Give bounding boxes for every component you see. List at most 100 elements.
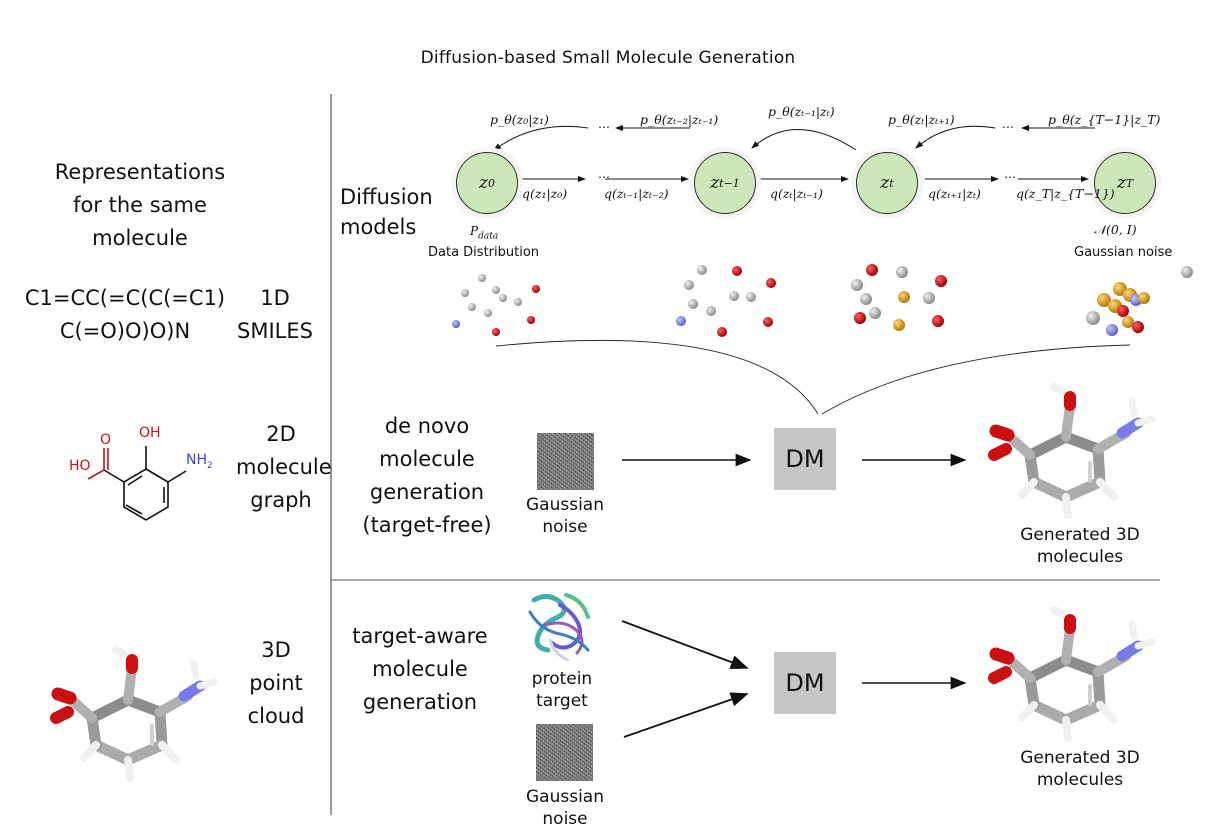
atom-label-o: O (100, 432, 112, 448)
protein-target-label: protein target (512, 668, 612, 712)
atom-label-oh: OH (139, 425, 161, 441)
reverse-arrows (493, 125, 1095, 151)
target-noise-line-1: Gaussian (526, 787, 604, 807)
p-data-main: P (470, 224, 479, 238)
nh2-text: NH (186, 452, 207, 468)
forward-label-1: q(z₁|z₀) (522, 186, 568, 201)
reverse-label-5: p_θ(z_{T−1}|z_T) (1048, 112, 1161, 127)
reverse-ellipsis-2: ... (1002, 116, 1014, 131)
reverse-label-3: p_θ(zₜ₋₁|zₜ) (768, 104, 835, 119)
rep-3d-line-2: point (249, 671, 303, 695)
node-zt-minus-1-sub: t−1 (719, 176, 740, 190)
heading-line-1: Representations (54, 160, 226, 184)
representations-heading: Representations for the same molecule (40, 156, 240, 255)
node-z0-main: z (479, 173, 488, 193)
target-aware-line-2: molecule (372, 657, 468, 681)
denovo-line-1: de novo (384, 414, 470, 438)
heading-line-3: molecule (92, 226, 188, 250)
particles-noise (1086, 266, 1193, 336)
target-aware-label: target-aware molecule generation (340, 620, 500, 719)
target-aware-line-1: target-aware (352, 624, 488, 648)
node-zt-main: z (880, 173, 890, 193)
rep-1d-label: 1D SMILES (232, 282, 318, 348)
forward-label-5: q(z_T|z_{T−1}) (1016, 186, 1115, 201)
diffusion-label-line-1: Diffusion (340, 185, 433, 209)
smiles-line-2: C(=O)O)O)N (59, 319, 191, 343)
smiles-line-1: C1=CC(=C(C(=C1) (24, 286, 226, 310)
p-data-sub: data (478, 231, 499, 242)
target-aware-line-3: generation (362, 690, 478, 714)
forward-ellipsis-1: ... (598, 166, 610, 181)
target-noise-line-2: noise (542, 809, 588, 829)
denovo-line-3: generation (369, 480, 485, 504)
reverse-label-1: p_θ(z₀|z₁) (490, 112, 549, 127)
node-zt-minus-1-main: z (710, 173, 720, 193)
molecule-2d-graph (87, 446, 187, 521)
reverse-ellipsis-1: ... (598, 116, 610, 131)
arrow-protein-to-dm (621, 620, 749, 670)
dm-box-target-aware: DM (774, 652, 836, 714)
denovo-noise-label: Gaussian noise (510, 494, 620, 538)
particles-data (452, 274, 540, 336)
forward-label-4: q(zₜ₊₁|zₜ) (928, 186, 981, 201)
forward-label-3: q(zₜ|zₜ₋₁) (770, 186, 823, 201)
node-zT-main: z (1116, 173, 1126, 193)
denovo-noise-line-1: Gaussian (526, 495, 604, 515)
arrow-noise2-to-dm (623, 692, 749, 738)
molecule-3d-stick (50, 646, 218, 782)
rep-1d-line-2: SMILES (237, 319, 313, 343)
rep-2d-line-1: 2D (266, 422, 296, 446)
normal-dist-symbol: 𝒩(0, I) (1094, 222, 1137, 237)
particles-t-minus-1 (676, 265, 776, 337)
heading-line-2: for the same (73, 193, 207, 217)
target-output-line-2: molecules (1036, 770, 1124, 790)
atom-label-nh2: NH2 (186, 452, 213, 471)
denovo-noise-line-2: noise (542, 517, 588, 537)
rep-2d-label: 2D molecule graph (236, 418, 332, 517)
connector-right (821, 344, 1131, 415)
reverse-label-2: p_θ(zₜ₋₂|zₜ₋₁) (640, 112, 719, 127)
smiles-string: C1=CC(=C(C(=C1) C(=O)O)O)N (18, 282, 232, 348)
rep-3d-label: 3D point cloud (236, 634, 316, 733)
forward-label-2: q(zₜ₋₁|zₜ₋₂) (604, 186, 669, 201)
particles-t (851, 264, 947, 331)
node-zt-sub: t (889, 176, 894, 190)
gaussian-noise-image (537, 433, 594, 490)
rep-2d-line-2: molecule (236, 455, 332, 479)
reverse-label-4: p_θ(zₜ|zₜ₊₁) (888, 112, 955, 127)
gaussian-noise-image-2 (536, 724, 593, 781)
gaussian-noise-label: Gaussian noise (1074, 245, 1173, 260)
target-output-label: Generated 3D molecules (1000, 747, 1160, 791)
denovo-output-line-1: Generated 3D (1020, 525, 1140, 545)
rep-2d-line-3: graph (250, 488, 312, 512)
node-zT-sub: T (1125, 176, 1134, 190)
diffusion-label-line-2: models (340, 215, 417, 239)
nh2-sub: 2 (207, 460, 213, 471)
atom-label-ho: HO (69, 458, 91, 474)
denovo-output-label: Generated 3D molecules (1000, 524, 1160, 568)
denovo-line-4: (target-free) (362, 513, 492, 537)
rep-1d-line-1: 1D (260, 286, 290, 310)
target-noise-label: Gaussian noise (510, 786, 620, 830)
generated-molecule-denovo (994, 387, 1152, 515)
node-z0-sub: 0 (487, 176, 495, 190)
dm-box-denovo: DM (774, 428, 836, 490)
protein-line-2: target (536, 691, 588, 711)
protein-line-1: protein (531, 669, 593, 689)
denovo-line-2: molecule (379, 447, 475, 471)
protein-target-icon (528, 593, 590, 662)
data-distribution-label: Data Distribution (428, 245, 540, 260)
forward-ellipsis-2: ... (1004, 166, 1016, 181)
diffusion-models-label: Diffusion models (340, 182, 440, 242)
target-output-line-1: Generated 3D (1020, 748, 1140, 768)
p-data-symbol: Pdata (470, 224, 498, 241)
rep-3d-line-1: 3D (261, 638, 291, 662)
rep-3d-line-3: cloud (247, 704, 305, 728)
connector-left (495, 339, 819, 415)
denovo-label: de novo molecule generation (target-free… (352, 410, 502, 542)
